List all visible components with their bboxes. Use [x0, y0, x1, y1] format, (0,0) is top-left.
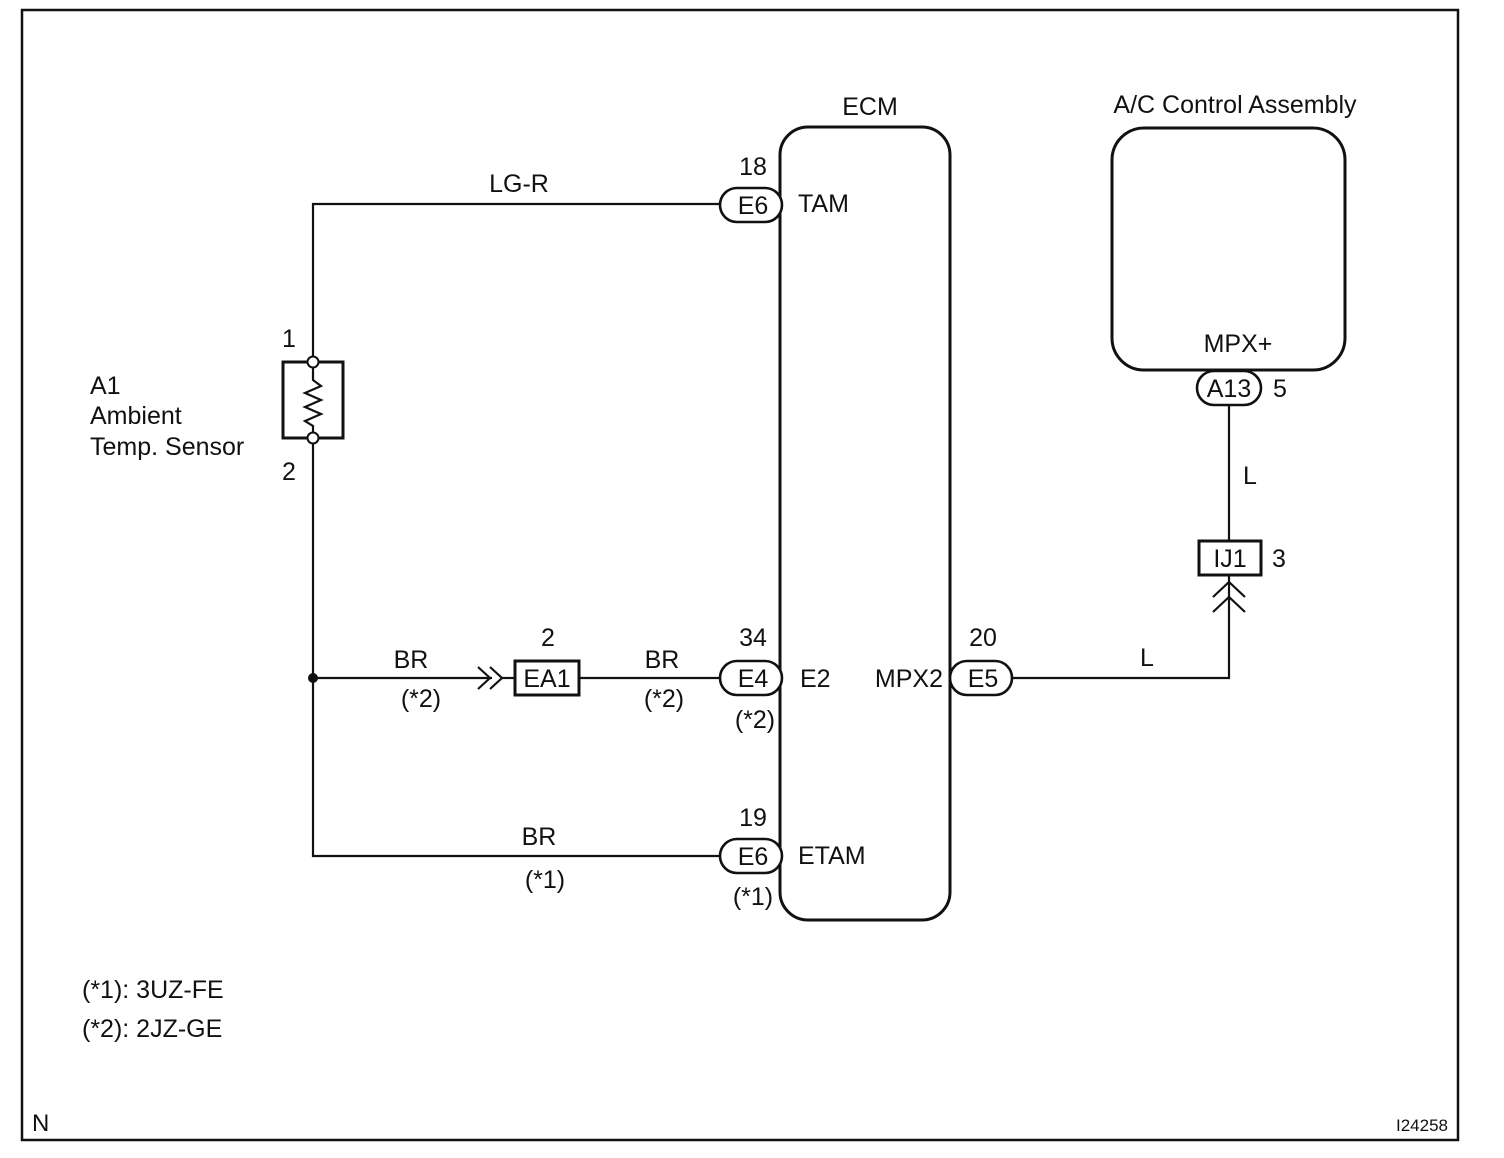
connector-e6-tam [718, 186, 784, 224]
pin-etam-number: 19 [739, 804, 767, 832]
connector-e5-mpx2-label: E5 [968, 665, 999, 693]
sensor-name-line1: Ambient [90, 402, 182, 430]
sensor-terminal-2 [306, 431, 320, 445]
wire-etam-color: BR [522, 823, 557, 851]
junction-dot [308, 673, 318, 683]
connector-e5-mpx2 [948, 659, 1014, 697]
wire-tam [311, 202, 720, 362]
connector-e6-etam [718, 837, 784, 875]
junction-ij1-pin: 3 [1272, 545, 1286, 573]
wire-ground-trunk [311, 438, 720, 858]
ecm-box [778, 125, 952, 922]
connector-e6-tam-label: E6 [738, 192, 769, 220]
ecm-title: ECM [842, 93, 898, 121]
pin-tam-label: TAM [798, 190, 849, 218]
junction-ea1-pin: 2 [541, 624, 555, 652]
wire-e2-right-note: (*2) [644, 685, 684, 713]
diagram-frame [20, 8, 1460, 1142]
ac-mpx-plus-label: MPX+ [1204, 330, 1273, 358]
sensor-terminal-1 [306, 355, 320, 369]
pin-e2-note: (*2) [735, 706, 775, 734]
pin-e2-number: 34 [739, 624, 767, 652]
legend-item-2: (*2): 2JZ-GE [82, 1015, 222, 1043]
ea1-chevron-icon [477, 666, 492, 690]
legend-item-1: (*1): 3UZ-FE [82, 976, 224, 1004]
wire-e2-left-color: BR [394, 646, 429, 674]
wire-tam-color: LG-R [489, 170, 549, 198]
sensor-pin-1: 1 [282, 325, 296, 353]
sensor-code: A1 [90, 372, 121, 400]
junction-ea1-label: EA1 [523, 665, 570, 693]
connector-a13 [1195, 369, 1263, 407]
wire-mpx-horizontal-color: L [1140, 644, 1154, 672]
wire-mpx-vertical-color: L [1243, 462, 1257, 490]
connector-a13-label: A13 [1207, 375, 1251, 403]
pin-mpx2-label: MPX2 [875, 665, 943, 693]
connector-e4-e2-label: E4 [738, 665, 769, 693]
connector-e6-etam-label: E6 [738, 843, 769, 871]
pin-e2-label: E2 [800, 665, 831, 693]
wire-e2-left-note: (*2) [401, 685, 441, 713]
ac-control-title: A/C Control Assembly [1113, 91, 1357, 119]
sensor-name-line2: Temp. Sensor [90, 433, 244, 461]
wire-e2-right-color: BR [645, 646, 680, 674]
corner-mark: N [32, 1110, 49, 1137]
wire-etam-note: (*1) [525, 866, 565, 894]
sensor-pin-2: 2 [282, 458, 296, 486]
thermistor-zigzag-icon [302, 372, 324, 438]
pin-etam-label: ETAM [798, 842, 866, 870]
ambient-temp-sensor [281, 355, 345, 445]
junction-ij1-label: IJ1 [1213, 545, 1246, 573]
ij1-chevron-icon-2 [1212, 595, 1246, 613]
junction-ea1 [513, 659, 581, 697]
wire-mpx-horizontal [1012, 598, 1231, 680]
pin-etam-note: (*1) [733, 883, 773, 911]
pin-mpx2-number: 20 [969, 624, 997, 652]
connector-e4-e2 [718, 659, 784, 697]
figure-id: I24258 [1396, 1116, 1448, 1135]
connector-a13-pin: 5 [1273, 375, 1287, 403]
ij1-chevron-icon [1212, 580, 1246, 598]
pin-tam-number: 18 [739, 153, 767, 181]
